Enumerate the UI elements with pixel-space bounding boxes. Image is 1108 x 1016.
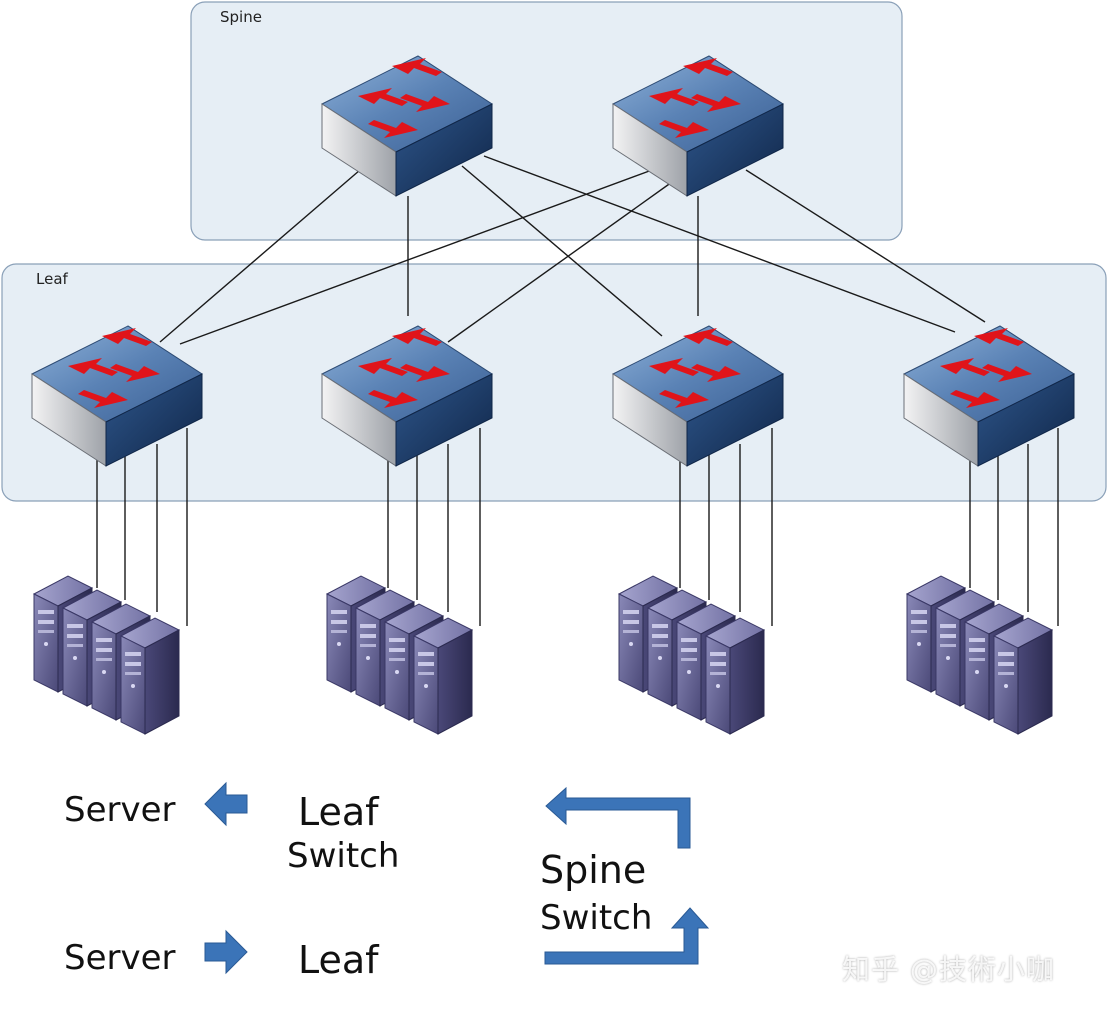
legend-leaf-switch-line2: Switch	[287, 836, 400, 876]
leaf-panel	[1, 263, 1107, 502]
legend-spine-switch-line2: Switch	[540, 898, 653, 938]
server-group-2	[326, 575, 473, 735]
spine-panel-label: Spine	[220, 8, 262, 26]
arrow-right-icon	[204, 929, 248, 975]
legend-spine-switch-line1: Spine	[540, 848, 647, 892]
leaf-panel-label: Leaf	[36, 270, 68, 288]
spine-panel	[190, 1, 903, 241]
leaf-server-links	[96, 428, 1059, 626]
legend-leaf-switch-line1: Leaf	[298, 790, 379, 834]
server-group-3	[618, 575, 765, 735]
legend-server-2: Server	[64, 938, 176, 978]
spine-down-route-icon	[544, 907, 710, 965]
spine-up-route-icon	[545, 786, 691, 849]
legend-leaf: Leaf	[298, 938, 379, 982]
spine-leaf-links	[159, 155, 986, 345]
arrow-left-icon	[204, 781, 248, 827]
server-group-4	[906, 575, 1053, 735]
watermark: 知乎 @技術小咖	[842, 953, 1055, 986]
legend-server-1: Server	[64, 790, 176, 830]
